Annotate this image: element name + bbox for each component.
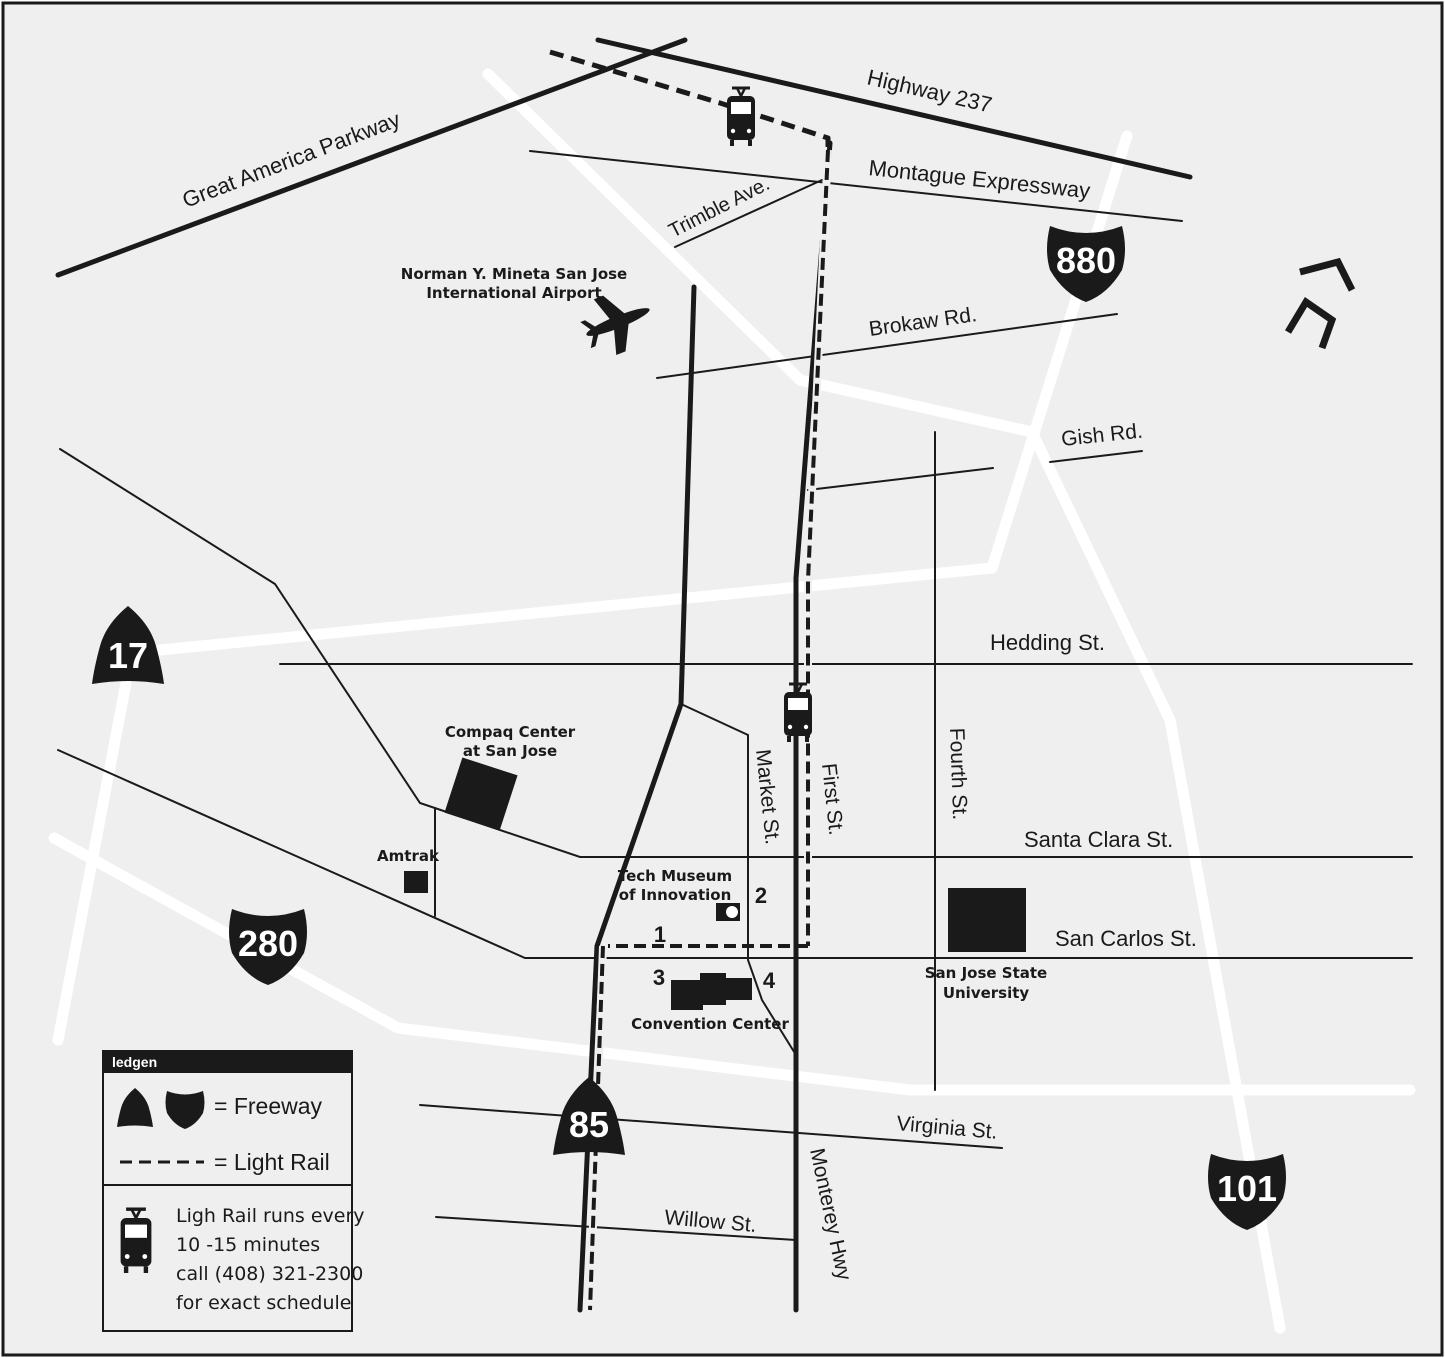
marker-3: 3 (653, 965, 665, 990)
light-rail-train-icon (782, 682, 814, 744)
label-tech-line2: of Innovation (619, 886, 732, 904)
marker-4: 4 (763, 968, 776, 993)
road-gish-east (1049, 450, 1143, 463)
shield-101-label: 101 (1217, 1168, 1277, 1209)
marker-2: 2 (755, 883, 767, 908)
shield-101: 101 (1208, 1154, 1286, 1230)
shield-280-label: 280 (238, 923, 298, 964)
label-compaq-line2: at San Jose (463, 742, 557, 760)
road-montague (529, 150, 1183, 222)
label-tech-line1: Tech Museum (618, 867, 732, 885)
light-rail-train-icon (725, 86, 757, 148)
convention-center-b (700, 973, 726, 1005)
road-brokaw (656, 313, 1118, 379)
road-virginia (419, 1104, 1003, 1149)
shield-880: 880 (1047, 226, 1125, 302)
tech-museum-dome (724, 904, 740, 920)
label-san-carlos: San Carlos St. (1055, 926, 1197, 951)
road-great-america (55, 37, 688, 278)
airplane-icon (580, 295, 650, 356)
legend-note-line2: 10 -15 minutes (176, 1234, 320, 1256)
legend-note-line1: Ligh Rail runs every (176, 1205, 365, 1227)
label-convention: Convention Center (631, 1015, 789, 1033)
shield-85: 85 (553, 1077, 625, 1155)
legend-header (103, 1051, 352, 1073)
convention-center-a (671, 980, 703, 1010)
convention-center-c (722, 978, 752, 1000)
marker-1: 1 (654, 922, 666, 947)
label-amtrak: Amtrak (377, 847, 440, 865)
road-market (680, 703, 797, 1056)
amtrak-building (404, 871, 428, 893)
north-arrow-icon (1284, 257, 1356, 350)
label-santa-clara: Santa Clara St. (1024, 827, 1173, 852)
legend-title: ledgen (112, 1054, 157, 1070)
shield-85-label: 85 (569, 1104, 609, 1145)
label-fourth: Fourth St. (945, 727, 971, 820)
label-compaq-line1: Compaq Center (445, 723, 576, 741)
road-willow (435, 1216, 797, 1241)
legend-note-line3: call (408) 321-2300 (176, 1263, 363, 1285)
light-rail-north (549, 49, 831, 150)
freeway-280 (48, 832, 1416, 1096)
road-trimble (674, 179, 823, 248)
compaq-center-building (444, 757, 518, 831)
buildings (404, 757, 1026, 1010)
legend: ledgen = Freeway = Light Rail Ligh Rail … (102, 1050, 365, 1332)
shield-17-label: 17 (108, 635, 148, 676)
road-gish-west (807, 467, 994, 491)
shield-280: 280 (229, 909, 307, 985)
label-hedding: Hedding St. (990, 630, 1105, 655)
legend-freeway-label: = Freeway (214, 1093, 323, 1119)
legend-light-rail-label: = Light Rail (214, 1149, 330, 1175)
label-sjsu-line2: University (943, 984, 1030, 1002)
road-santa-clara (59, 448, 1413, 858)
freeway-17 (52, 656, 136, 1046)
legend-note-line4: for exact schedule (176, 1292, 352, 1314)
label-sjsu-line1: San Jose State (925, 964, 1047, 982)
shield-17: 17 (92, 606, 164, 684)
sjsu-building (948, 888, 1026, 952)
road-highway-237 (595, 37, 1193, 180)
label-airport-line1: Norman Y. Mineta San Jose (401, 265, 627, 283)
road-san-carlos (57, 749, 1413, 959)
legend-train-icon (118, 1207, 154, 1275)
label-airport-line2: International Airport (426, 284, 601, 302)
shield-880-label: 880 (1056, 240, 1116, 281)
